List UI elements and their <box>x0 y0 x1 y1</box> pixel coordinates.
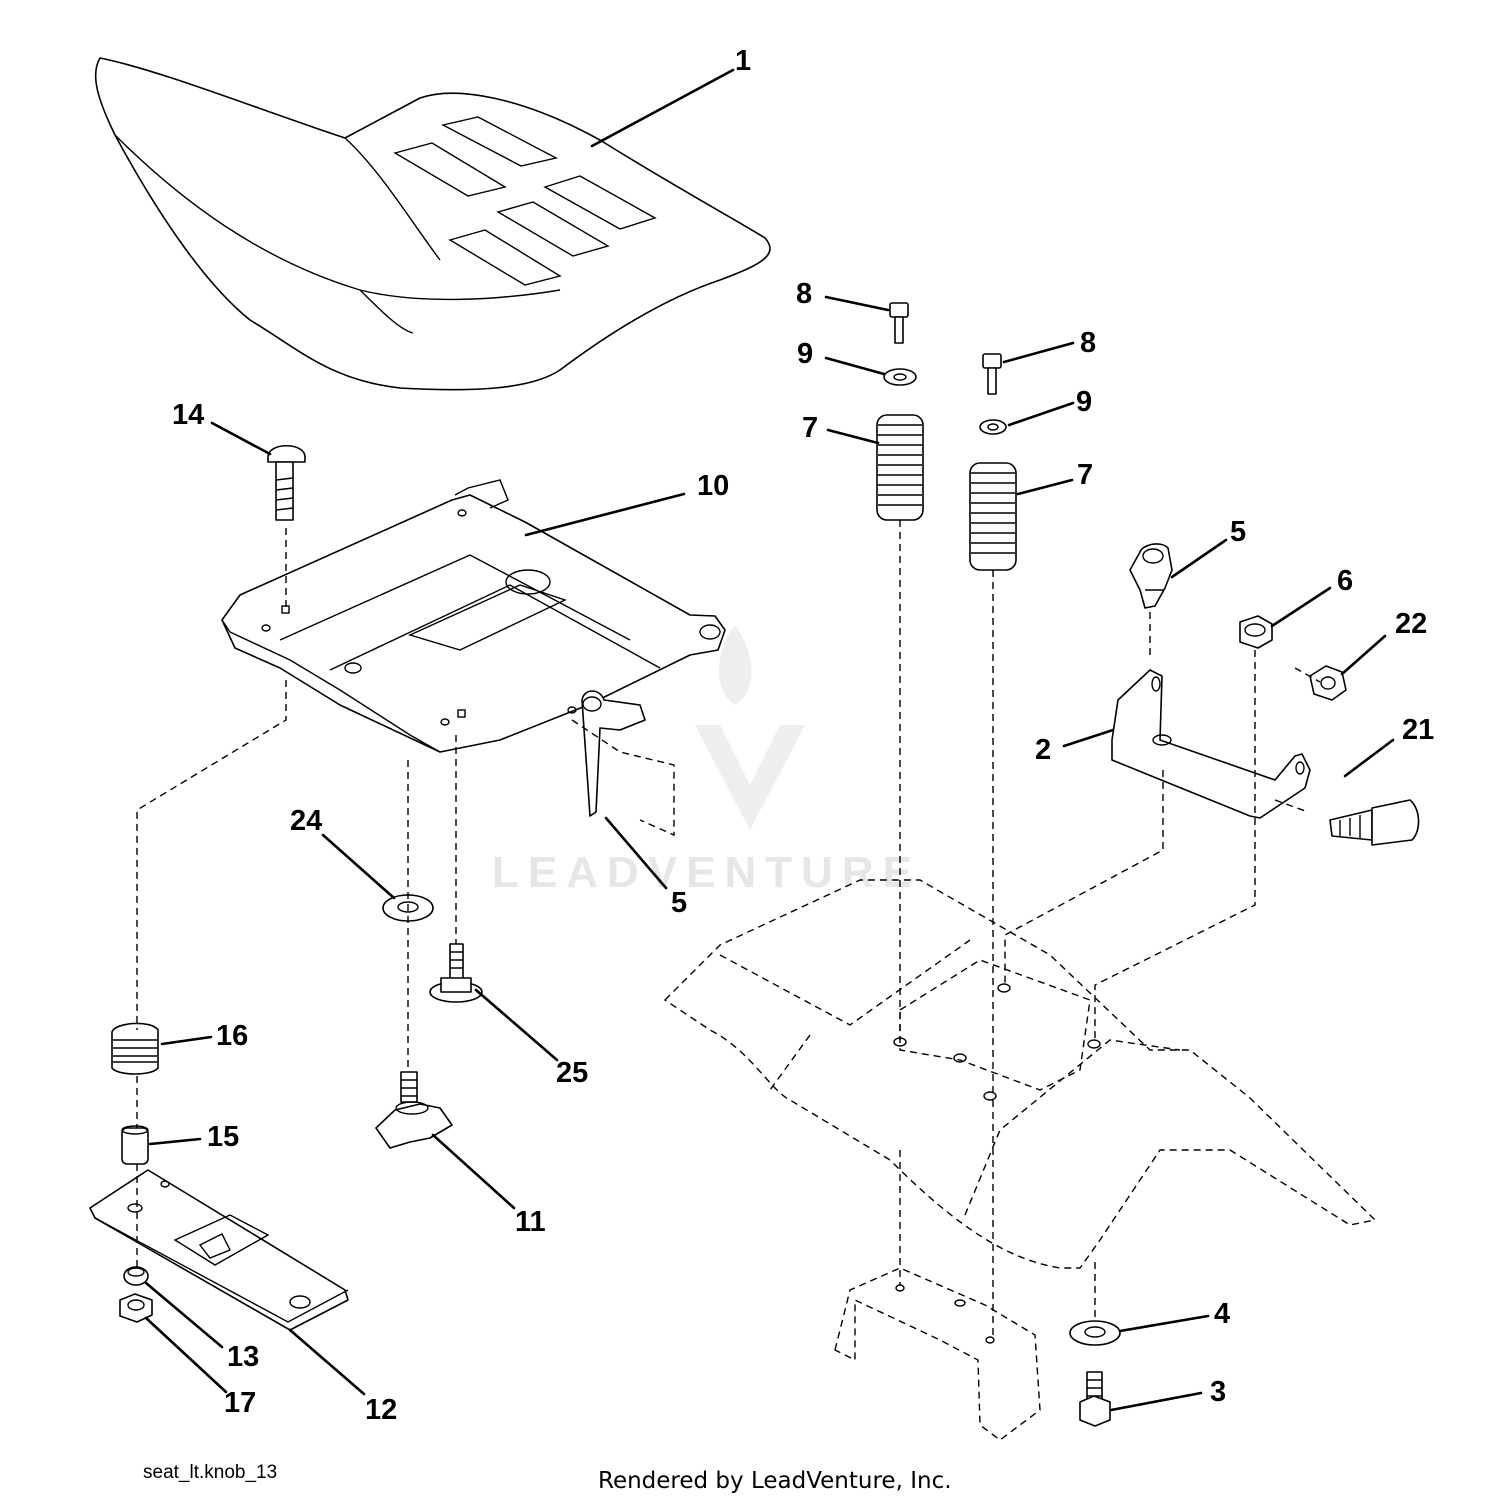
callout-10: 10 <box>697 470 729 502</box>
nut-22-part <box>1309 665 1347 701</box>
callout-12: 12 <box>365 1394 397 1426</box>
leadventure-watermark: LEADVENTURE <box>492 625 921 897</box>
callout-24: 24 <box>290 805 322 837</box>
nut-13-part <box>123 1266 149 1286</box>
callout-14: 14 <box>172 399 204 431</box>
callout-21: 21 <box>1402 714 1434 746</box>
callout-25: 25 <box>556 1057 588 1089</box>
fender-hidden-lines <box>663 879 1377 1441</box>
callout-8b: 8 <box>1080 327 1096 359</box>
assembly-lines <box>136 520 1321 1340</box>
leader-lines <box>144 68 1395 1412</box>
callout-6: 6 <box>1337 565 1353 597</box>
callout-5a: 5 <box>1230 516 1246 548</box>
callout-11: 11 <box>515 1206 546 1238</box>
callout-2: 2 <box>1035 734 1051 766</box>
callout-labels: 1 8 9 8 9 7 7 14 10 5 6 22 2 21 24 5 16 … <box>172 45 1434 1426</box>
bolt-8a-part <box>889 302 909 344</box>
callout-13: 13 <box>227 1341 259 1373</box>
clip-5b-part <box>581 690 646 817</box>
hex-bolt-3-part <box>1079 1371 1111 1427</box>
callout-8a: 8 <box>796 278 812 310</box>
seat-part <box>94 57 771 391</box>
watermark-text: LEADVENTURE <box>492 848 921 897</box>
callout-1: 1 <box>735 45 751 77</box>
washer-9a-part <box>883 368 917 386</box>
callout-4: 4 <box>1214 1298 1230 1330</box>
nut-6-part <box>1239 615 1273 649</box>
callout-9a: 9 <box>797 338 813 370</box>
bracket-2-part <box>1111 669 1311 819</box>
file-label: seat_lt.knob_13 <box>143 1462 278 1483</box>
washer-4-part <box>1069 1320 1121 1346</box>
bolt-21-part <box>1329 799 1420 846</box>
callout-5b: 5 <box>671 887 687 919</box>
callout-7a: 7 <box>802 412 818 444</box>
callout-15: 15 <box>207 1121 239 1153</box>
spring-16-part <box>111 1022 159 1075</box>
spring-7a-part <box>876 414 924 521</box>
knob-11-part <box>375 1071 453 1149</box>
callout-22: 22 <box>1395 608 1427 640</box>
callout-7b: 7 <box>1077 459 1093 491</box>
bolt-8b-part <box>982 353 1002 395</box>
callout-9b: 9 <box>1076 386 1092 418</box>
carriage-bolt-part <box>267 445 306 521</box>
slide-plate-12-part <box>89 1169 349 1331</box>
spring-7b-part <box>969 462 1017 571</box>
seat-pan-part <box>221 479 726 753</box>
spacer-15-part <box>121 1125 149 1165</box>
washer-9b-part <box>979 419 1007 435</box>
callout-16: 16 <box>216 1020 248 1052</box>
callout-3: 3 <box>1210 1376 1226 1408</box>
render-credit: Rendered by LeadVenture, Inc. <box>598 1468 952 1494</box>
callout-17: 17 <box>224 1387 256 1419</box>
nut-17-part <box>119 1293 153 1323</box>
flange-bolt-25-part <box>429 943 483 1003</box>
clip-5a-part <box>1129 543 1173 609</box>
